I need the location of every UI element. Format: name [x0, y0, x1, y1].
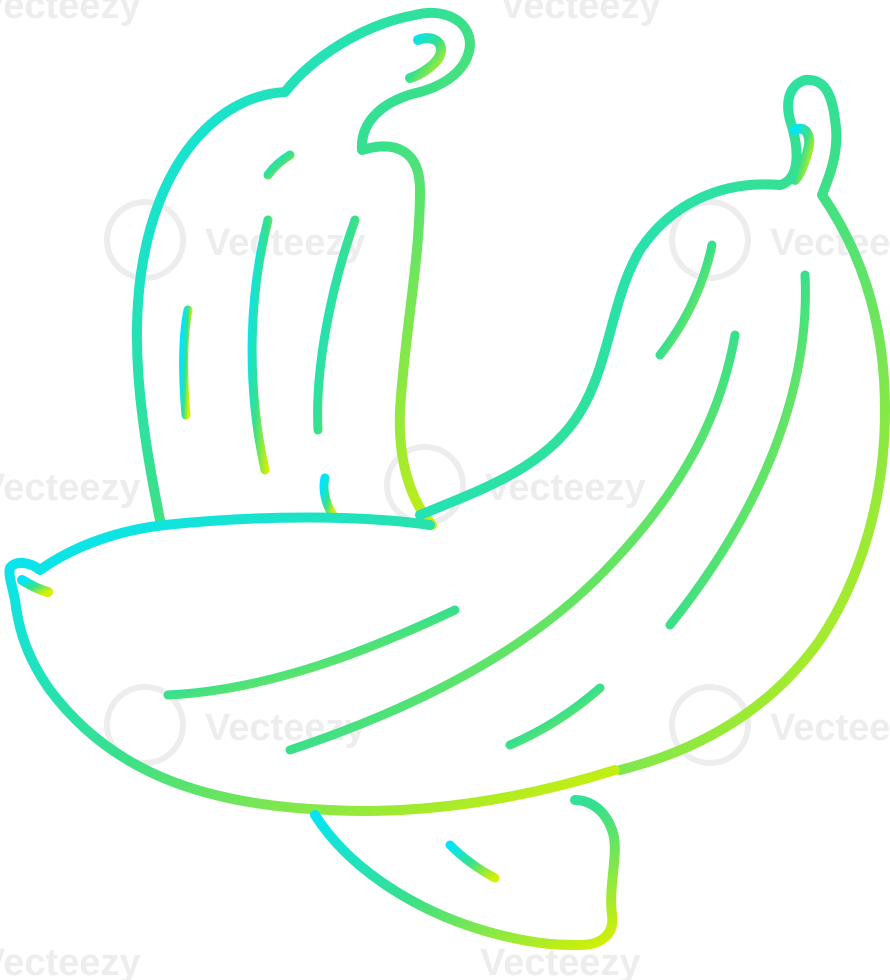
- svg-text:Vecteezy: Vecteezy: [770, 222, 890, 264]
- svg-text:Vecteezy: Vecteezy: [0, 942, 141, 980]
- watermark-mark: Vecteezy Vecteezy: [0, 0, 661, 27]
- svg-text:Vecteezy: Vecteezy: [500, 0, 661, 27]
- svg-text:Vecteezy: Vecteezy: [770, 707, 890, 749]
- front-banana: [4, 512, 620, 816]
- watermark-mark: Vecteezy: [0, 467, 141, 509]
- bottom-banana: [310, 795, 620, 950]
- upright-banana: [131, 7, 475, 530]
- svg-text:Vecteezy: Vecteezy: [0, 467, 141, 509]
- watermark-mark: Vecteezy: [104, 684, 366, 766]
- curved-banana: [285, 74, 890, 775]
- svg-text:Vecteezy: Vecteezy: [0, 0, 141, 27]
- watermark-mark: Vecteezy: [669, 199, 890, 281]
- watermark-mark: Vecteezy: [669, 684, 890, 766]
